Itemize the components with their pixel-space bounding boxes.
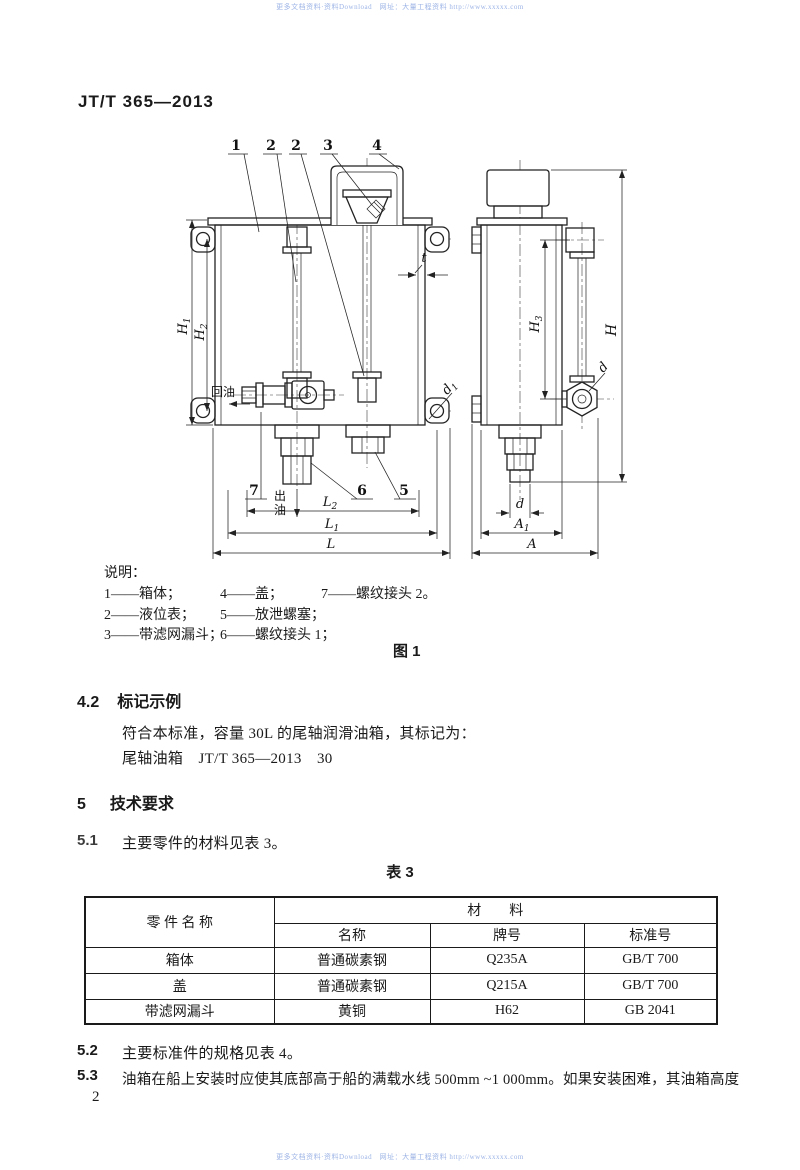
outlet-fitting-side — [498, 424, 542, 483]
legend-column-2: 4——盖； 5——放泄螺塞； 6——螺纹接头 1； — [220, 585, 336, 647]
tank-cover-side — [486, 169, 550, 207]
table-cell: Q215A — [429, 972, 585, 1000]
section-5-2-number: 5.2 — [77, 1042, 98, 1059]
page-number: 2 — [92, 1089, 100, 1105]
table-row: 箱体 普通碳素钢 Q235A GB/T 700 — [84, 946, 718, 974]
part-label-3: 3 — [323, 138, 333, 154]
table-cell: 盖 — [84, 972, 275, 1000]
section-4-2-line-1: 符合本标准，容量 30L 的尾轴润滑油箱，其标记为： — [122, 726, 476, 742]
section-number: 5 — [77, 796, 86, 813]
legend-column-1: 1——箱体； 2——液位表； 3——带滤网漏斗； — [104, 585, 223, 647]
table-subheader: 标准号 — [583, 922, 718, 948]
dim-L2: L2 — [322, 495, 338, 512]
mounting-lug — [190, 226, 216, 253]
legend-item: 3——带滤网漏斗； — [104, 628, 223, 644]
doc-number: JT/T 365—2013 — [78, 92, 214, 111]
table-header-material: 材 料 — [273, 896, 718, 924]
section-title: 技术要求 — [109, 796, 174, 813]
table-row: 盖 普通碳素钢 Q215A GB/T 700 — [84, 972, 718, 1000]
table-subheader: 牌号 — [429, 922, 585, 948]
table-cell: GB 2041 — [583, 998, 718, 1025]
section-number: 4.2 — [77, 694, 100, 711]
dim-d-valve: d — [595, 360, 612, 376]
table-cell: GB/T 700 — [583, 972, 718, 1000]
return-oil-fitting — [241, 380, 335, 410]
table-3: 零 件 名 称 材 料 名称 牌号 标准号 箱体 普通碳素钢 Q235A GB/… — [84, 896, 719, 1025]
tank-cover — [330, 165, 404, 225]
return-oil-label: 回油 — [211, 385, 235, 399]
dim-L: L — [326, 537, 336, 552]
dim-d1: d1 — [439, 377, 461, 399]
legend-item: 7——螺纹接头 2。 — [321, 587, 437, 602]
dim-d: d — [516, 497, 524, 512]
part-label-2a: 2 — [266, 138, 276, 154]
table-cell: 普通碳素钢 — [273, 972, 431, 1000]
section-5-3-number: 5.3 — [77, 1067, 98, 1084]
table-subheader: 名称 — [273, 922, 431, 948]
part-label-5: 5 — [399, 483, 409, 499]
legend-item: 4——盖； — [220, 587, 283, 602]
mounting-lug — [424, 226, 450, 253]
table-cell: Q235A — [429, 946, 585, 974]
section-5-1-number: 5.1 — [77, 832, 98, 849]
section-5-3-text: 油箱在船上安装时应使其底部高于船的满载水线 500mm ~1 000mm。如果安… — [122, 1072, 740, 1088]
dim-A1: A1 — [513, 517, 529, 534]
section-5-1-text: 主要零件的材料见表 3。 — [122, 836, 287, 852]
table-cell: 黄铜 — [273, 998, 431, 1025]
dim-H: H — [604, 323, 620, 337]
tank-body — [214, 224, 426, 426]
table-cell: 带滤网漏斗 — [84, 998, 275, 1025]
front-view: 回油 1 2 2 3 4 — [176, 138, 461, 559]
legend-item: 2——液位表； — [104, 607, 195, 623]
legend-column-3: 7——螺纹接头 2。 — [321, 585, 437, 606]
level-gauge-right — [352, 225, 382, 403]
legend-item: 6——螺纹接头 1； — [220, 628, 336, 644]
watermark-bottom: 更多文档资料·资料Download 网址：大量工程资料 http://www.x… — [276, 1153, 524, 1161]
section-4-2-line-2: 尾轴油箱 JT/T 365—2013 30 — [122, 751, 333, 767]
mounting-lug — [190, 397, 216, 424]
part-label-7: 7 — [249, 483, 259, 499]
dim-L1: L1 — [324, 517, 339, 534]
section-4-2-heading: 4.2 标记示例 — [77, 688, 181, 712]
section-5-heading: 5 技术要求 — [77, 790, 174, 814]
legend-title: 说明： — [104, 566, 146, 581]
table-header-part-name: 零 件 名 称 — [84, 896, 275, 948]
table-3-caption: 表 3 — [386, 864, 414, 881]
table-row: 带滤网漏斗 黄铜 H62 GB 2041 — [84, 998, 718, 1025]
table-cell: GB/T 700 — [583, 946, 718, 974]
dim-H3: H3 — [528, 315, 545, 333]
part-label-6: 6 — [357, 483, 367, 499]
strainer-funnel — [345, 196, 389, 224]
tank-body-side — [480, 224, 563, 426]
table-cell: 普通碳素钢 — [273, 946, 431, 974]
figure-caption: 图 1 — [393, 643, 421, 660]
dim-H2: H2 — [193, 323, 210, 341]
oil-out-label-1: 出 — [274, 489, 286, 503]
part-label-1: 1 — [231, 138, 241, 154]
dim-A: A — [526, 537, 536, 552]
part-label-2b: 2 — [291, 138, 301, 154]
figure-1-drawing: 回油 1 2 2 3 4 — [176, 138, 627, 559]
outlet-fitting-1 — [274, 424, 320, 485]
legend-item: 1——箱体； — [104, 587, 181, 602]
legend-item: 5——放泄螺塞； — [220, 607, 325, 623]
table-cell: 箱体 — [84, 946, 275, 974]
level-gauge-left — [282, 226, 312, 399]
section-5-2-text: 主要标准件的规格见表 4。 — [122, 1046, 303, 1062]
watermark-top: 更多文档资料·资料Download 网址：大量工程资料 http://www.x… — [276, 3, 524, 11]
tank-top-plate-side — [476, 217, 568, 226]
drain-plug — [345, 424, 391, 454]
dim-H1: H1 — [176, 317, 193, 335]
dim-t: t — [421, 251, 427, 266]
table-cell: H62 — [429, 998, 585, 1025]
side-view: H3 H d d A1 A — [471, 160, 627, 559]
oil-out-label-2: 油 — [274, 503, 286, 517]
part-label-4: 4 — [372, 138, 382, 154]
section-title: 标记示例 — [117, 694, 182, 711]
